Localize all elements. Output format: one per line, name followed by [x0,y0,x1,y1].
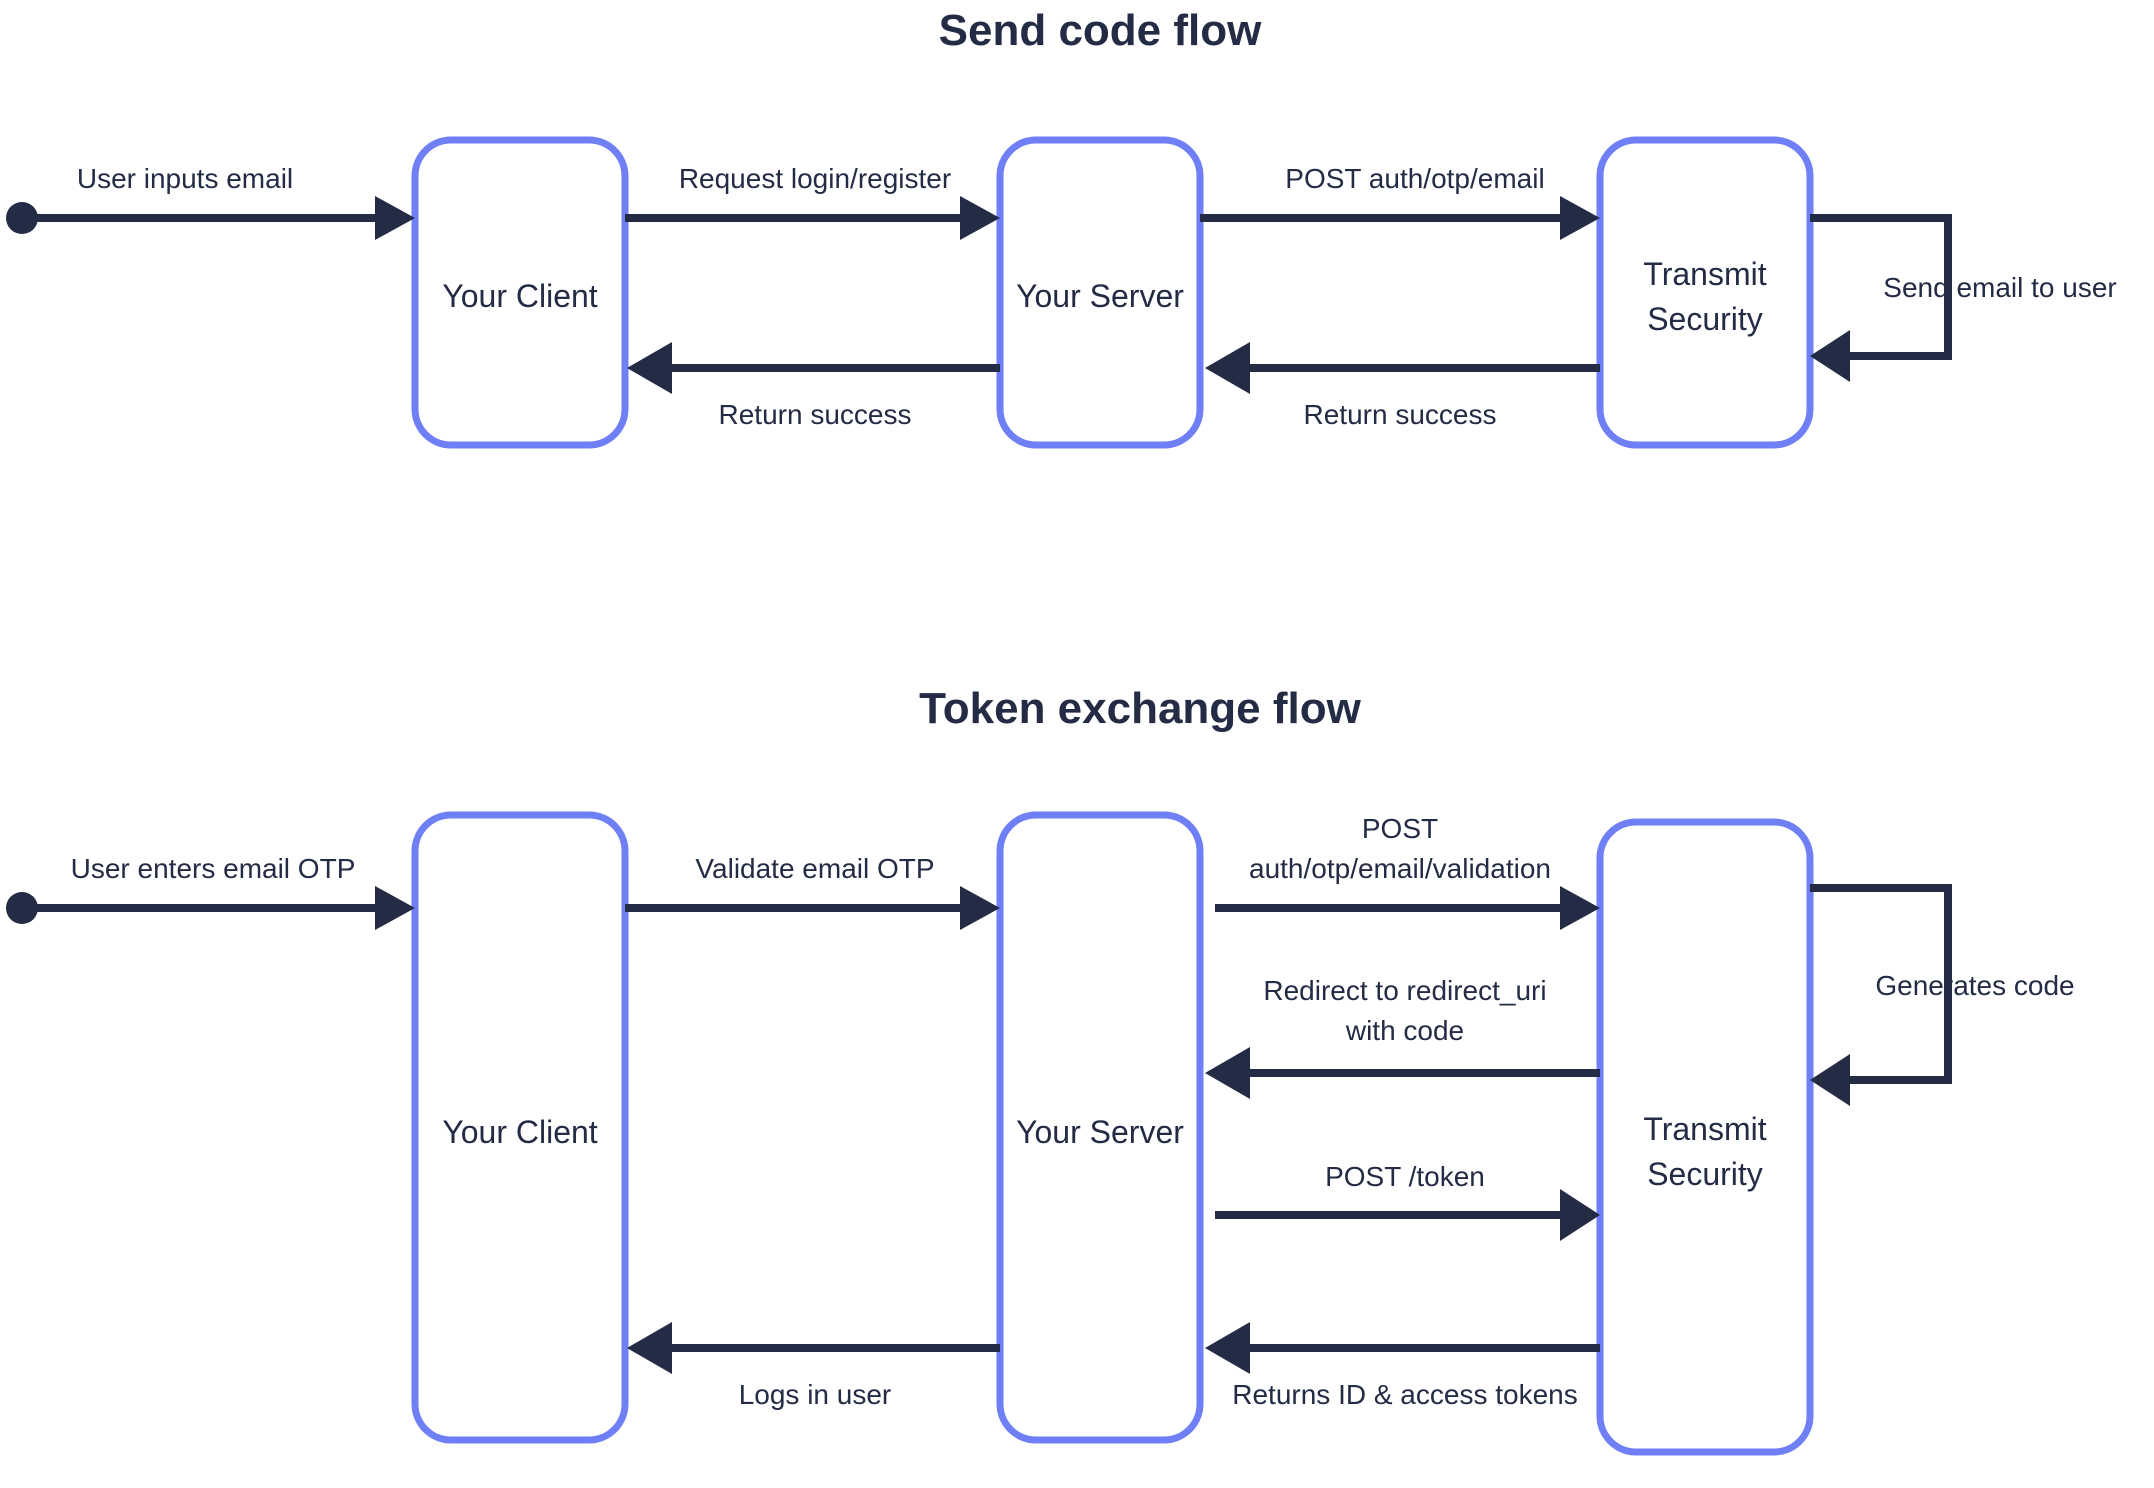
flow-2-edge-generates-code-path [1810,884,1952,1084]
flow-2-edge-label-post-token: POST /token [1325,1161,1485,1192]
flow-1-edge-label-return-success-server-client: Return success [719,399,912,430]
flow-2-edge-label-post-auth-otp-email-validation-line1: POST [1362,813,1438,844]
flow-2-edge-user-enters-email-otp-arrowhead [375,886,415,930]
flow-2-node-your-server [996,811,1204,1444]
flow-1-node-transmit-security [1596,136,1814,449]
flow-1-edge-user-inputs-email-arrowhead [375,196,415,240]
flow-2-edge-label-redirect-to-redirect-uri-line2: with code [1345,1015,1464,1046]
flow-2-title: Token exchange flow [919,684,1361,733]
flow-1-edge-label-user-inputs-email: User inputs email [77,163,293,194]
flow-1-edge-request-login-register-arrowhead [960,196,1000,240]
flow-2-edge-post-token-arrowhead [1560,1189,1600,1241]
flow-1-label-transmit-security-line2: Security [1647,301,1763,337]
flow-1-edge-label-return-success-transmit-server: Return success [1304,399,1497,430]
flow-2-label-your-server: Your Server [1016,1114,1184,1150]
flow-2-edge-post-auth-otp-email-validation-arrowhead [1560,886,1600,930]
flow-1-edge-return-success-transmit-server-arrowhead [1205,342,1250,394]
flow-1-label-your-server: Your Server [1016,278,1184,314]
flow-1-node-your-server [996,136,1204,449]
flow-2-edge-label-logs-in-user: Logs in user [739,1379,892,1410]
flow-1-edge-send-email-to-user-arrowhead [1810,330,1850,382]
flow-1-label-transmit-security-line1: Transmit [1643,256,1766,292]
flow-2-edge-returns-id-access-tokens-arrowhead [1205,1322,1250,1374]
flow-1-edge-post-auth-otp-email-arrowhead [1560,196,1600,240]
flow-2-label-transmit-security-line1: Transmit [1643,1111,1766,1147]
flow-1-label-your-client: Your Client [442,278,597,314]
flow-2-edge-redirect-to-redirect-uri-arrowhead [1205,1047,1250,1099]
flow-2-edge-label-validate-email-otp: Validate email OTP [695,853,934,884]
flow-1-edge-send-email-to-user-path [1810,214,1952,360]
flow-2-edge-generates-code-arrowhead [1810,1054,1850,1106]
flow-2-edge-label-redirect-to-redirect-uri-line1: Redirect to redirect_uri [1263,975,1546,1006]
flow-1-edge-label-send-email-to-user: Send email to user [1883,272,2116,303]
flow-2-edge-validate-email-otp-arrowhead [960,886,1000,930]
flow-2-edge-label-post-auth-otp-email-validation-line2: auth/otp/email/validation [1249,853,1551,884]
flow-1-edge-label-post-auth-otp-email: POST auth/otp/email [1285,163,1544,194]
flow-2-edge-label-user-enters-email-otp: User enters email OTP [71,853,356,884]
flow-1-node-your-client [411,136,629,449]
flow-1-edge-label-request-login-register: Request login/register [679,163,951,194]
flow-2-label-transmit-security-line2: Security [1647,1156,1763,1192]
flow-1-edge-return-success-server-client-arrowhead [627,342,672,394]
flow-2-label-your-client: Your Client [442,1114,597,1150]
flow-2-edge-logs-in-user-arrowhead [627,1322,672,1374]
flow-2-edge-label-generates-code: Generates code [1875,970,2074,1001]
flow-2-node-transmit-security [1596,818,1814,1456]
flow-2-edge-label-returns-id-access-tokens: Returns ID & access tokens [1232,1379,1577,1410]
flow-1-title: Send code flow [939,6,1262,55]
flow-2-node-your-client [411,811,629,1444]
